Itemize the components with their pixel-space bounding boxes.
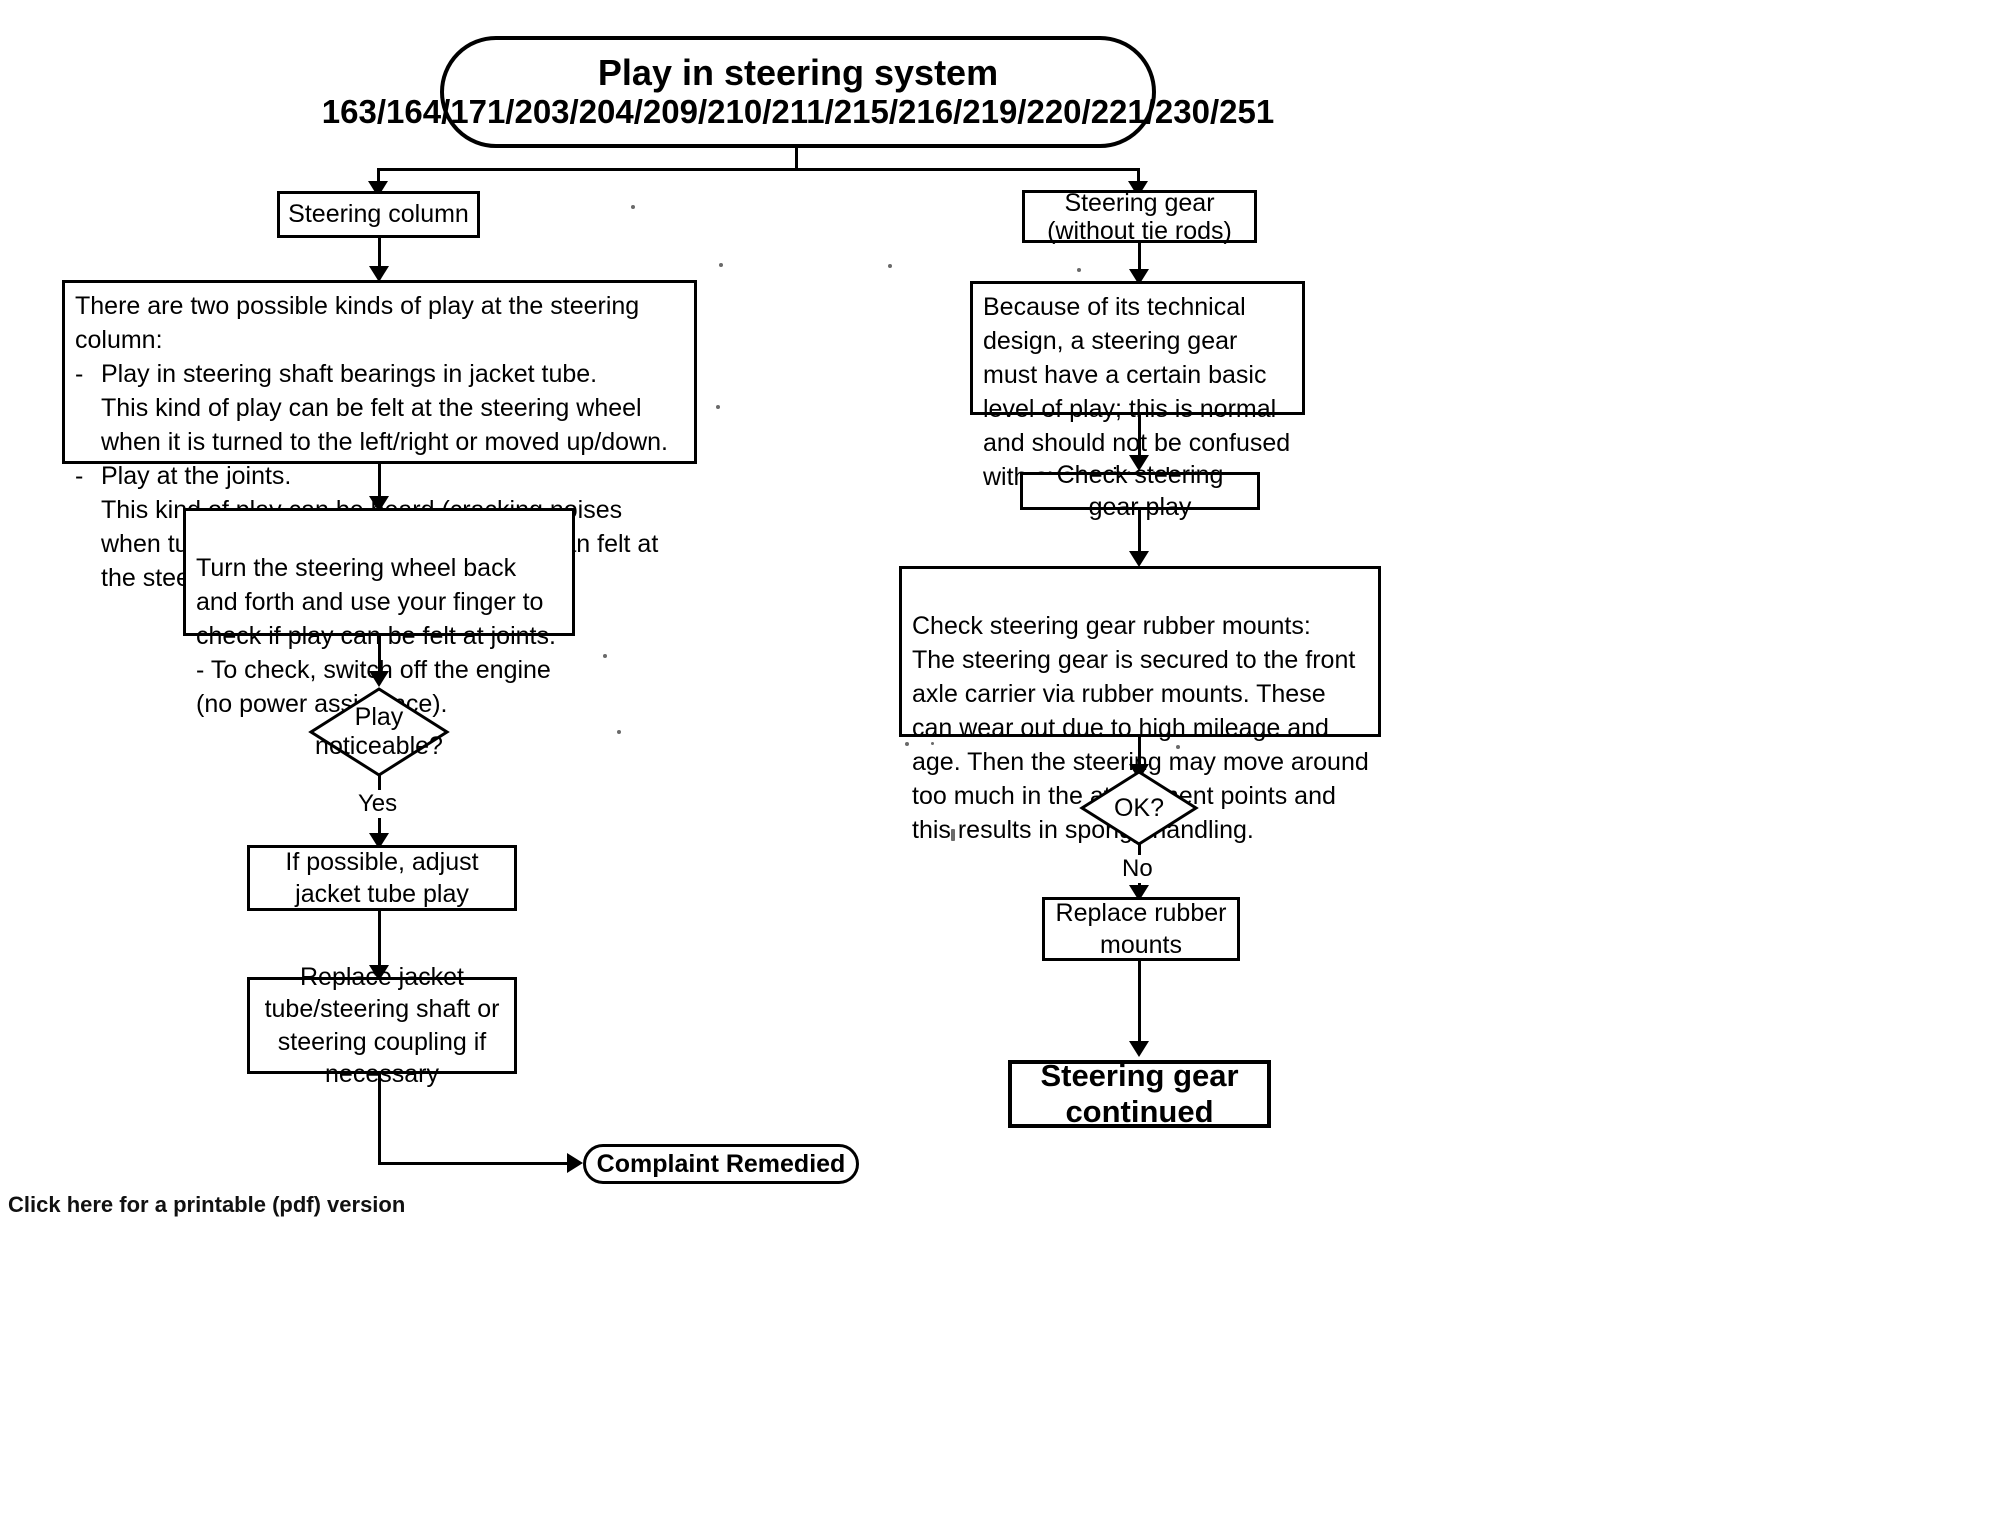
node-adjust-jacket-tube: If possible, adjust jacket tube play xyxy=(247,845,517,911)
arrowhead-column-to-info xyxy=(369,266,389,282)
scan-speck xyxy=(1176,745,1180,749)
title-terminator: Play in steering system 163/164/171/203/… xyxy=(322,36,1274,148)
node-steering-gear-header: Steering gear (without tie rods) xyxy=(1022,188,1257,245)
scan-speck xyxy=(951,829,955,841)
node-steering-column-header: Steering column xyxy=(277,191,480,238)
node-play-noticeable-decision: Play noticeable? xyxy=(308,686,450,778)
scan-speck xyxy=(905,742,909,746)
arrowhead-to-continued xyxy=(1129,1041,1149,1057)
connector-split-left xyxy=(377,168,380,184)
arrowhead-check-to-decision xyxy=(369,671,389,687)
connector-adjust-to-replace xyxy=(378,911,381,972)
scan-speck xyxy=(931,742,934,745)
arrowhead-checkplay-to-mounts xyxy=(1129,551,1149,567)
arrowhead-info-to-check-play xyxy=(1129,455,1149,471)
adjust-jacket-tube-text: If possible, adjust jacket tube play xyxy=(285,847,479,909)
replace-jacket-tube-text: Replace jacket tube/steering shaft or st… xyxy=(264,962,500,1089)
bullet-heading: Play at the joints. xyxy=(101,462,292,490)
diamond-shape xyxy=(1079,770,1199,846)
model-codes: 163/164/171/203/204/209/210/211/215/216/… xyxy=(321,92,1275,130)
scan-speck xyxy=(716,405,720,409)
continued-label-line2: continued xyxy=(1065,1094,1214,1129)
replace-rubber-mounts-text: Replace rubber mounts xyxy=(1055,898,1227,960)
bullet-marker: - xyxy=(75,462,84,490)
scan-speck xyxy=(888,264,892,268)
scan-speck xyxy=(719,263,723,267)
connector-mounts-to-ok xyxy=(1138,737,1141,773)
node-check-steering-gear-play: Check steering gear play xyxy=(1020,461,1260,521)
continued-label-line1: Steering gear xyxy=(1040,1058,1239,1094)
info-intro: There are two possible kinds of play at … xyxy=(75,292,640,354)
printable-pdf-link[interactable]: Click here for a printable (pdf) version xyxy=(8,1192,406,1217)
node-steering-gear-continued: Steering gear continued xyxy=(1008,1058,1271,1129)
scan-speck xyxy=(603,654,607,658)
node-ok-decision: OK? xyxy=(1079,769,1199,847)
node-turn-wheel-check: Turn the steering wheel back and forth a… xyxy=(183,508,575,718)
steering-gear-label-line2: (without tie rods) xyxy=(1047,216,1232,245)
scan-speck xyxy=(617,730,621,734)
bullet-heading: Play in steering shaft bearings in jacke… xyxy=(101,360,598,388)
scan-speck xyxy=(1077,268,1081,272)
connector-checkplay-to-mounts xyxy=(1138,510,1141,558)
node-replace-rubber-mounts: Replace rubber mounts xyxy=(1042,897,1240,961)
node-complaint-remedied: Complaint Remedied xyxy=(583,1144,859,1184)
bullet-marker: - xyxy=(75,360,84,388)
steering-gear-label-line1: Steering gear xyxy=(1064,188,1215,217)
scan-speck xyxy=(631,205,635,209)
steering-column-label: Steering column xyxy=(288,200,469,229)
bullet-content: Play in steering shaft bearings in jacke… xyxy=(101,357,686,459)
edge-label-yes: Yes xyxy=(355,790,401,818)
page-title: Play in steering system xyxy=(597,52,999,94)
bullet-detail: This kind of play can be felt at the ste… xyxy=(101,394,668,456)
node-steering-column-info: There are two possible kinds of play at … xyxy=(62,280,697,592)
connector-replacemounts-to-continued xyxy=(1138,961,1141,1049)
connector-replace-to-remedied xyxy=(378,1074,381,1165)
connector-info-to-check-play xyxy=(1138,415,1141,462)
connector-info-to-check xyxy=(378,464,381,503)
node-steering-gear-info: Because of its technical design, a steer… xyxy=(970,281,1305,491)
connector-split-right xyxy=(1137,168,1140,184)
info-bullet: - Play in steering shaft bearings in jac… xyxy=(75,357,686,459)
connector-split-bar xyxy=(377,168,1139,171)
complaint-remedied-label: Complaint Remedied xyxy=(596,1149,846,1178)
connector-column-to-info xyxy=(378,238,381,272)
connector-remedied-horizontal xyxy=(378,1162,570,1165)
node-check-rubber-mounts: Check steering gear rubber mounts: The s… xyxy=(899,566,1381,844)
connector-title-down xyxy=(795,148,798,170)
node-replace-jacket-tube: Replace jacket tube/steering shaft or st… xyxy=(247,963,517,1088)
edge-label-no: No xyxy=(1119,855,1156,883)
diamond-shape xyxy=(308,687,450,777)
connector-check-to-decision xyxy=(378,636,381,680)
connector-gear-to-info xyxy=(1138,243,1141,275)
arrowhead-to-remedied xyxy=(567,1153,583,1173)
